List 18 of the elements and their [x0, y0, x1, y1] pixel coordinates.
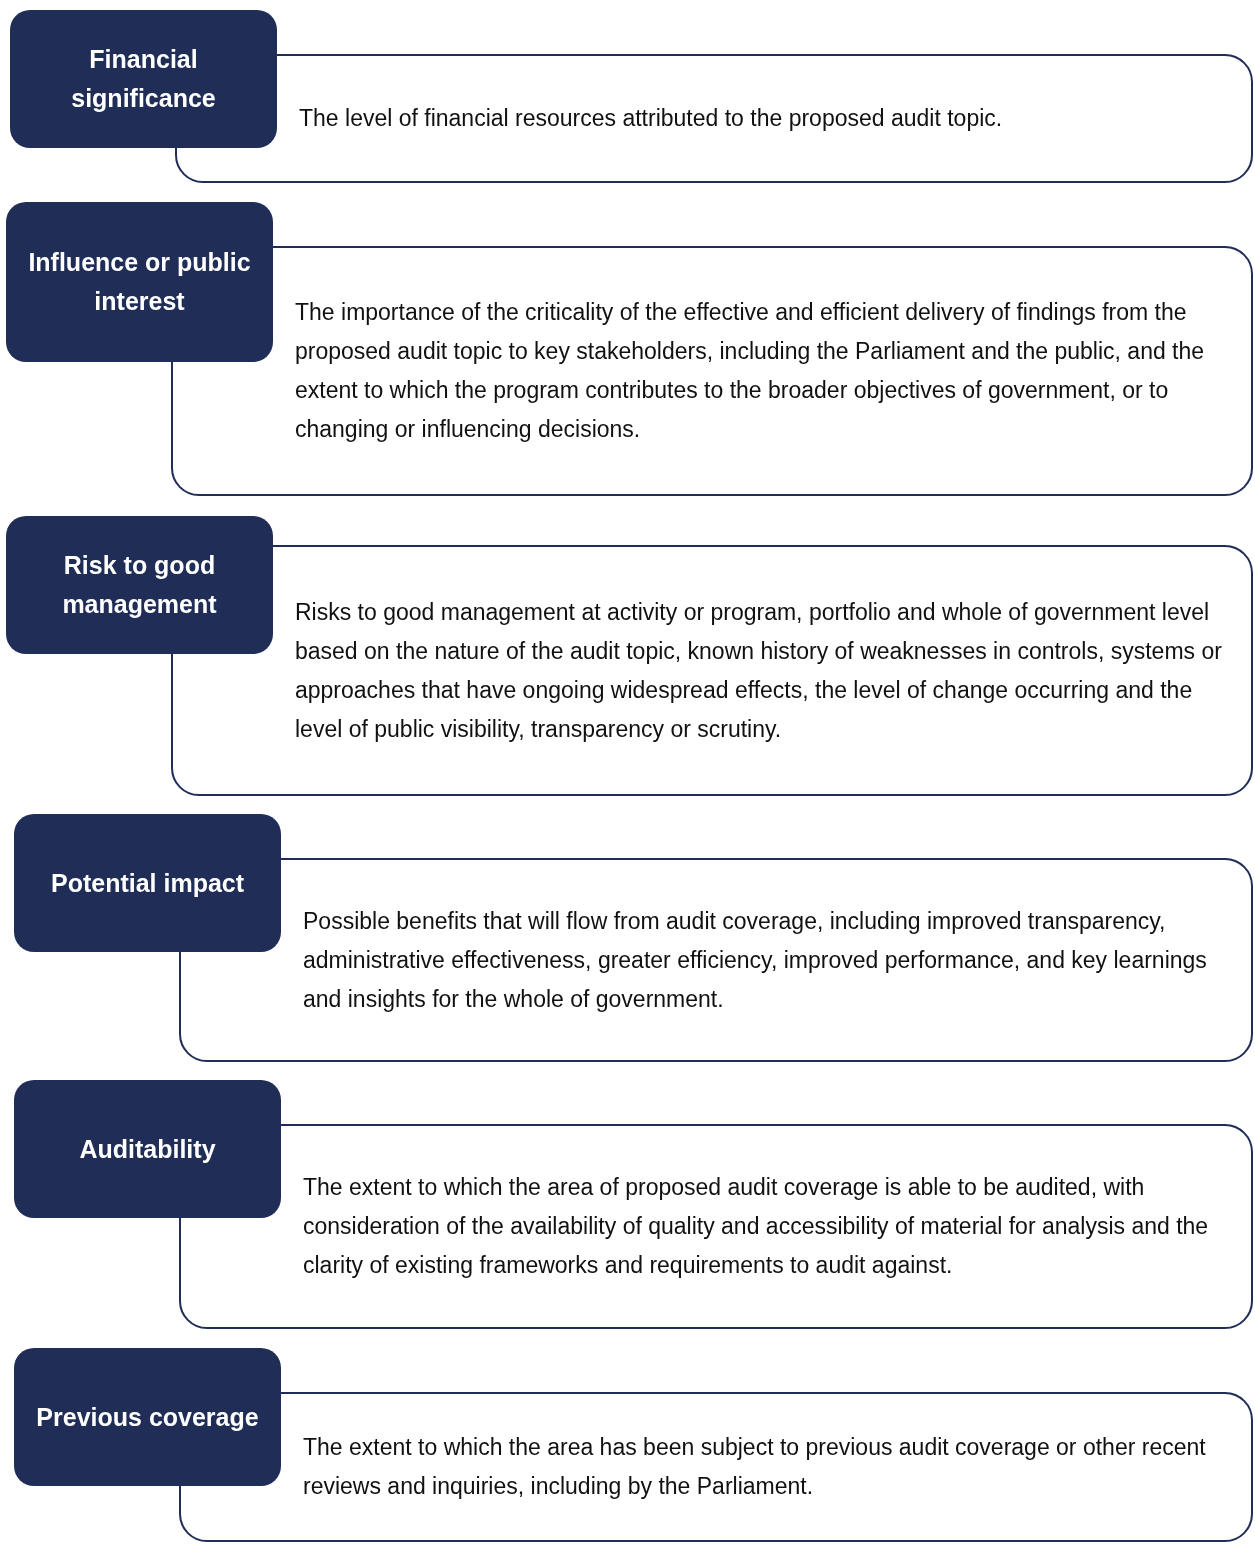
- criterion-heading-box: [6, 516, 273, 654]
- criterion-heading-box: [10, 10, 277, 148]
- criterion-title: Previous coverage: [36, 1401, 259, 1433]
- criterion-heading-box: [14, 1348, 281, 1486]
- criterion-heading-box: [14, 1080, 281, 1218]
- criterion-title: Risk to good management: [61, 550, 218, 620]
- description-text: The level of financial resources attributed to the proposed audit topic.: [299, 104, 1004, 133]
- description-text: The importance of the criticality of the effective and efficient delivery of findings from the proposed audit topic to key stakeholders, including the Parliament and the public, and the extent to which the program contributes to the broader objectives of government, or to changing or influencing decisions.: [295, 298, 1206, 444]
- criterion-title: Auditability: [79, 1133, 216, 1165]
- criterion-heading-box: [6, 202, 273, 362]
- description-text: The extent to which the area of proposed audit coverage is able to be audited, with consideration of the availability of quality and accessibility of material for analysis and the clarity of existing frameworks and requirements to audit against.: [303, 1173, 1210, 1280]
- criterion-title: Financial significance: [70, 44, 217, 114]
- criterion-heading-box: [14, 814, 281, 952]
- description-text: Risks to good management at activity or program, portfolio and whole of government level based on the nature of the audit topic, known history of weaknesses in controls, systems or approaches that have ongoing widespread effects, the level of change occurring and the level of public visibility, transparency or scrutiny.: [295, 597, 1223, 744]
- description-text: Possible benefits that will flow from audit coverage, including improved transparency, administrative effectiveness, greater efficiency, improved performance, and key learnings and insights for the whole of government.: [303, 906, 1208, 1014]
- criterion-title: Potential impact: [50, 867, 245, 899]
- criterion-title: Influence or public interest: [27, 247, 252, 317]
- description-text: The extent to which the area has been subject to previous audit coverage or other recent reviews and inquiries, including by the Parliament.: [303, 1433, 1207, 1501]
